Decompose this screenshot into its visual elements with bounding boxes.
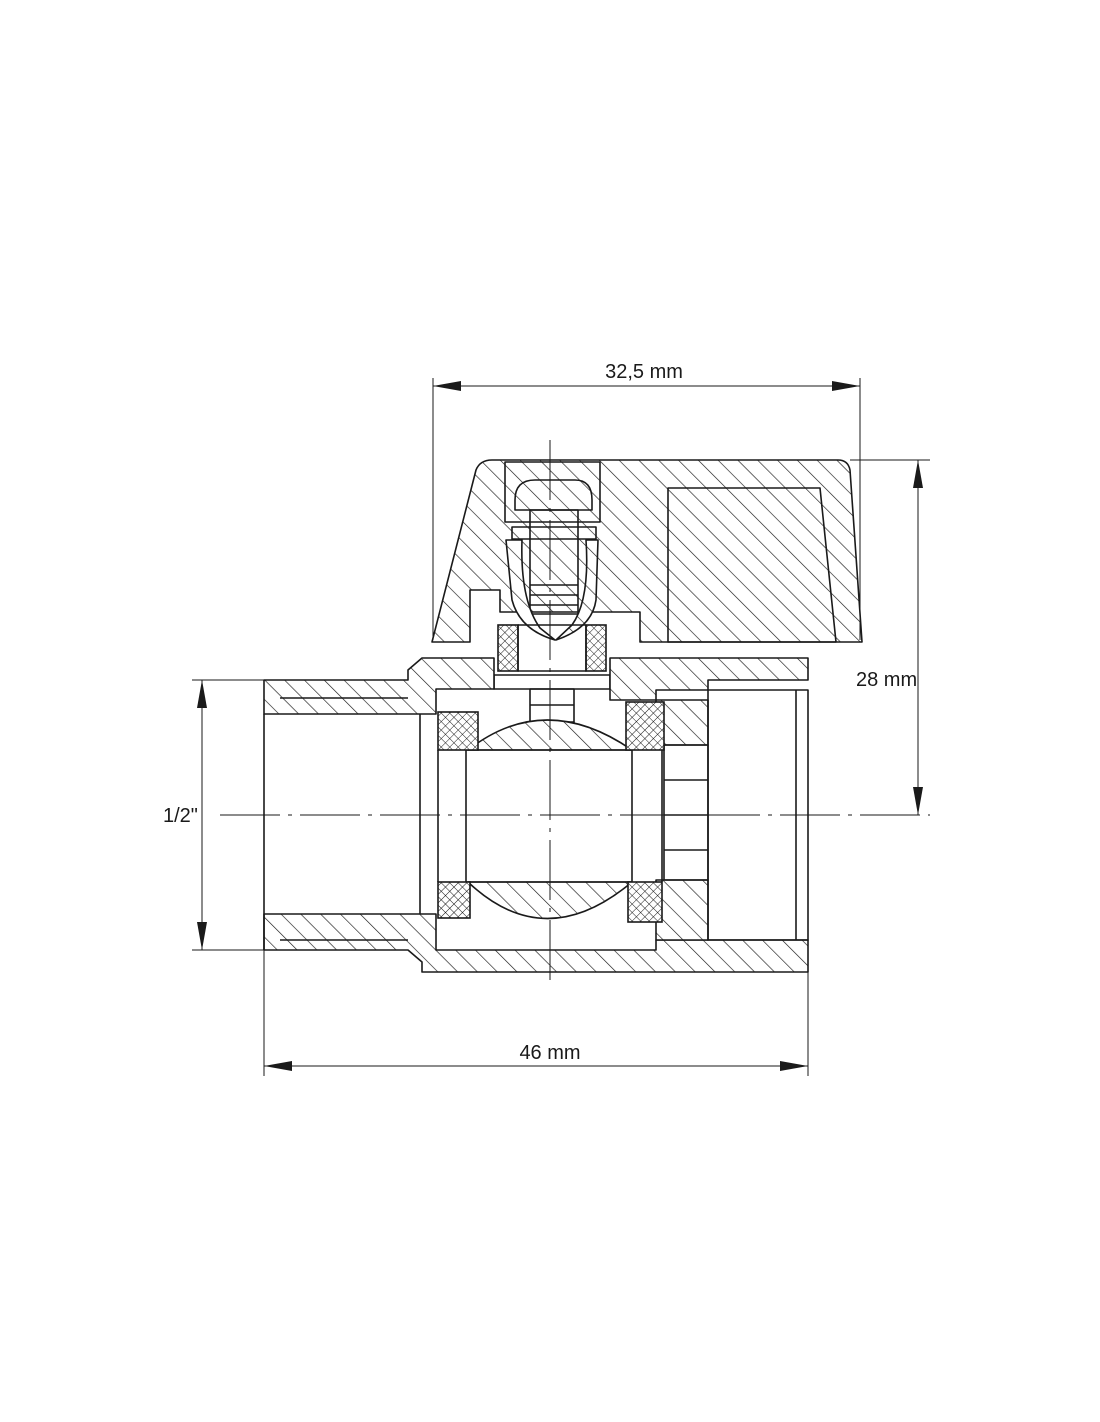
valve-body [263, 657, 809, 973]
dimension-thread-label: 1/2" [163, 805, 198, 827]
stem-screw [505, 479, 599, 641]
dimension-height-label: 28 mm [856, 669, 917, 691]
dimension-height: 28 mm [850, 459, 930, 815]
dimension-handle-width: 32,5 mm [432, 361, 861, 640]
handle [431, 459, 863, 643]
dimension-length: 46 mm [263, 950, 809, 1076]
dimension-length-label: 46 mm [519, 1042, 580, 1064]
dimension-handle-width-label: 32,5 mm [605, 361, 683, 383]
ball-seats [437, 701, 665, 923]
dimension-thread: 1/2" [163, 679, 264, 951]
